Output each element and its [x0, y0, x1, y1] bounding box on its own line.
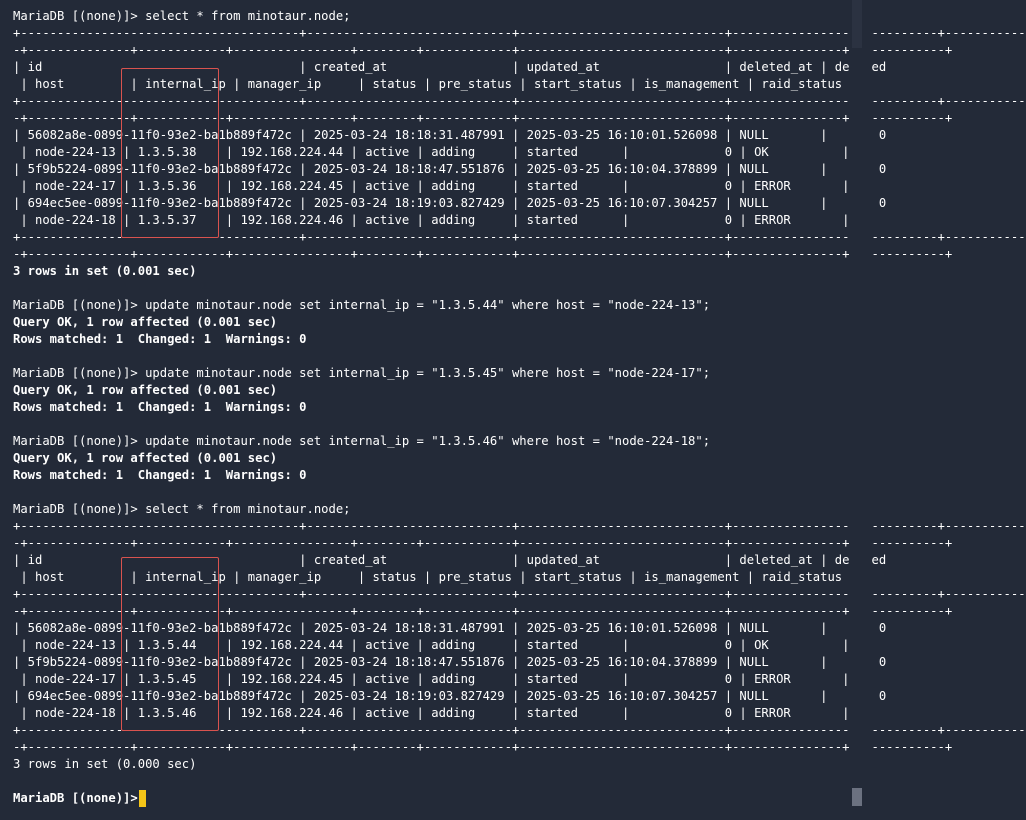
terminal-line: +--------------------------------------+…	[13, 587, 1026, 601]
terminal-line: Query OK, 1 row affected (0.001 sec)	[13, 451, 278, 465]
terminal-line: Query OK, 1 row affected (0.001 sec)	[13, 383, 278, 397]
terminal-line: MariaDB [(none)]> update minotaur.node s…	[13, 366, 711, 380]
terminal-line: | id | created_at | updated_at | deleted…	[13, 60, 887, 74]
terminal-line: | 56082a8e-0899-11f0-93e2-ba1b889f472c |…	[13, 621, 887, 635]
terminal-line: MariaDB [(none)]> select * from minotaur…	[13, 9, 351, 23]
terminal-line: +--------------------------------------+…	[13, 519, 1026, 533]
scrollbar[interactable]	[850, 0, 872, 820]
terminal-line: MariaDB [(none)]>	[13, 791, 146, 805]
terminal-line: | node-224-13 | 1.3.5.44 | 192.168.224.4…	[13, 638, 850, 652]
terminal-line: Rows matched: 1 Changed: 1 Warnings: 0	[13, 400, 307, 414]
terminal-cursor	[139, 790, 146, 807]
terminal-line: | 694ec5ee-0899-11f0-93e2-ba1b889f472c |…	[13, 196, 887, 210]
terminal-line: | node-224-17 | 1.3.5.36 | 192.168.224.4…	[13, 179, 850, 193]
terminal-line: | 56082a8e-0899-11f0-93e2-ba1b889f472c |…	[13, 128, 887, 142]
terminal-line: 3 rows in set (0.000 sec)	[13, 757, 197, 771]
terminal-line: -+--------------+------------+----------…	[13, 604, 953, 618]
terminal-line: | 694ec5ee-0899-11f0-93e2-ba1b889f472c |…	[13, 689, 887, 703]
terminal-line: 3 rows in set (0.001 sec)	[13, 264, 197, 278]
terminal-line	[13, 280, 850, 297]
terminal-line: | node-224-17 | 1.3.5.45 | 192.168.224.4…	[13, 672, 850, 686]
terminal-line: | host | internal_ip | manager_ip | stat…	[13, 570, 857, 584]
terminal-line: -+--------------+------------+----------…	[13, 43, 953, 57]
scrollbar-thumb[interactable]	[852, 788, 862, 806]
terminal-line	[13, 773, 850, 790]
terminal-line: | 5f9b5224-0899-11f0-93e2-ba1b889f472c |…	[13, 162, 887, 176]
terminal-line: Query OK, 1 row affected (0.001 sec)	[13, 315, 278, 329]
terminal-line: +--------------------------------------+…	[13, 230, 1026, 244]
terminal-line: | 5f9b5224-0899-11f0-93e2-ba1b889f472c |…	[13, 655, 887, 669]
terminal-line: -+--------------+------------+----------…	[13, 536, 953, 550]
terminal-line: +--------------------------------------+…	[13, 723, 1026, 737]
terminal-line: -+--------------+------------+----------…	[13, 247, 953, 261]
scrollbar-track[interactable]	[852, 0, 862, 48]
terminal-line: +--------------------------------------+…	[13, 94, 1026, 108]
terminal-line: | node-224-18 | 1.3.5.46 | 192.168.224.4…	[13, 706, 850, 720]
terminal-line: | id | created_at | updated_at | deleted…	[13, 553, 887, 567]
terminal-line	[13, 348, 850, 365]
terminal-line: -+--------------+------------+----------…	[13, 740, 953, 754]
terminal-line: Rows matched: 1 Changed: 1 Warnings: 0	[13, 332, 307, 346]
terminal-line: Rows matched: 1 Changed: 1 Warnings: 0	[13, 468, 307, 482]
terminal-line: MariaDB [(none)]> update minotaur.node s…	[13, 434, 711, 448]
terminal-line: | node-224-13 | 1.3.5.38 | 192.168.224.4…	[13, 145, 850, 159]
terminal-line: | host | internal_ip | manager_ip | stat…	[13, 77, 857, 91]
terminal-line: MariaDB [(none)]> update minotaur.node s…	[13, 298, 711, 312]
terminal-line: | node-224-18 | 1.3.5.37 | 192.168.224.4…	[13, 213, 850, 227]
terminal-line: MariaDB [(none)]> select * from minotaur…	[13, 502, 351, 516]
terminal-line: +--------------------------------------+…	[13, 26, 1026, 40]
terminal-line	[13, 484, 850, 501]
terminal-line	[13, 416, 850, 433]
terminal-line: -+--------------+------------+----------…	[13, 111, 953, 125]
